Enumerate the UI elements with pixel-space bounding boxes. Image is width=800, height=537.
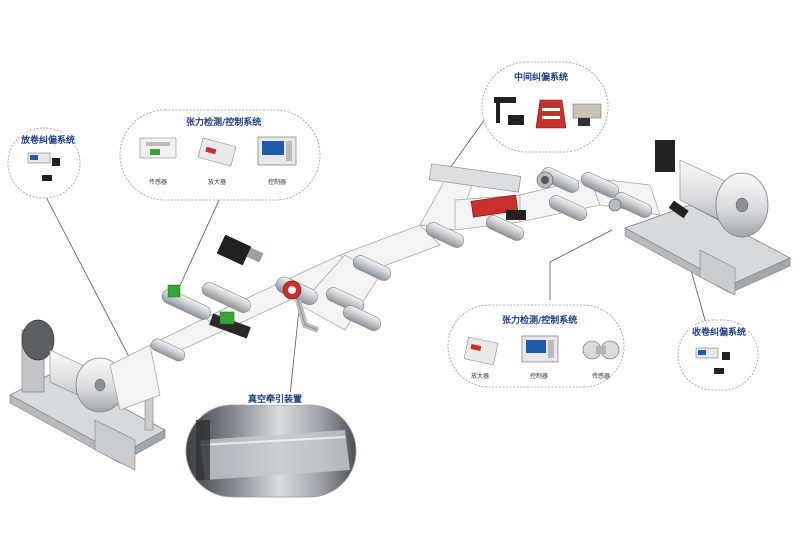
edge-controller-icon [695,347,719,359]
drive-units [167,163,622,339]
load-sensor-icon [582,340,620,360]
rewind-stand [624,140,791,296]
load-sensor-icon [139,137,177,159]
tension-motor [216,234,252,266]
load-cell-left [219,311,235,325]
controller-icon [257,136,297,166]
title-unwind-edge: 放卷纠偏系统 [19,133,78,146]
callout-tension-left [119,109,321,201]
edge-actuator-icon [714,368,724,374]
leader-unwind-edge [44,194,141,379]
title-rewind-edge: 收卷纠偏系统 [690,325,749,338]
leader-vacuum [289,299,301,396]
caption-tension-right-3: 传感器 [591,373,610,380]
caption-tension-right-1: 放大器 [470,373,489,380]
edge-sensor-icon [494,97,524,125]
caption-tension-left-3: 控制器 [267,179,286,186]
roller [342,305,382,331]
edge-actuator-icon [42,175,52,181]
amplifier-icon [463,336,499,366]
leader-tension-right-b [549,229,613,263]
caption-tension-left-2: 放大器 [207,179,226,186]
edge-sensor-icon [722,352,730,360]
rewind-edge-sensor [668,200,689,219]
actuator-icon [572,103,602,126]
caption-tension-right-2: 控制器 [529,373,548,380]
callout-tension-right [447,304,625,388]
edge-controller-icon [27,152,51,164]
title-tension-right: 张力检测/控制系统 [500,313,580,326]
roller [425,222,465,248]
rewind-motor [655,140,675,172]
roller [548,195,588,221]
amplifier-icon [197,137,237,167]
roller [352,255,392,281]
roller [485,215,525,241]
title-middle-edge: 中间纠偏系统 [512,70,571,83]
caption-tension-left-1: 传感器 [148,179,167,186]
roller [540,167,580,193]
load-cell-left-b [167,284,181,298]
unwind-motor [21,319,55,361]
leader-tension-left [177,197,221,291]
guide-frame-icon [535,99,567,129]
roller [613,192,653,218]
title-tension-left: 张力检测/控制系统 [184,115,264,128]
unwind-stand [9,319,166,471]
controller-icon [521,335,559,363]
title-vacuum: 真空牵引装置 [246,392,305,405]
roller [201,282,251,313]
callout-vacuum [185,404,357,498]
edge-sensor-icon [52,158,60,166]
callout-middle-edge [481,61,609,153]
leader-middle-edge [449,111,491,169]
roller [150,338,186,362]
roller [325,287,365,313]
